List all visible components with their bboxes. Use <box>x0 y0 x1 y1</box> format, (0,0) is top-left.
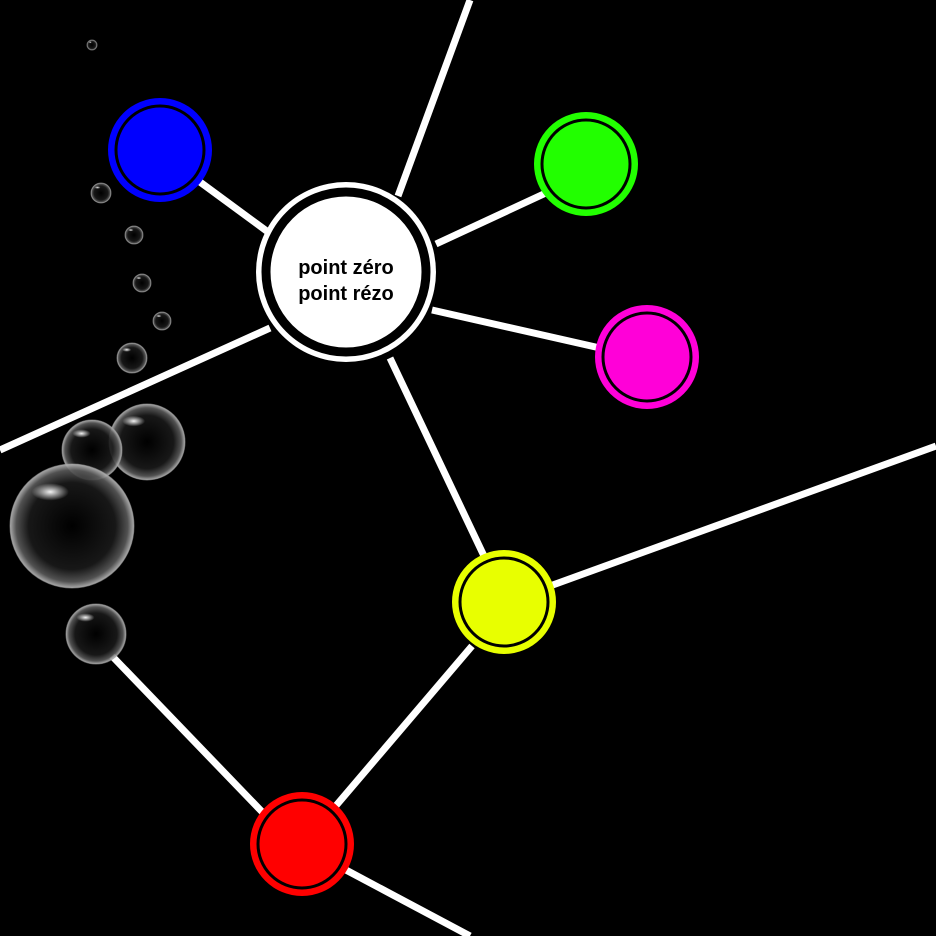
bubble-highlight <box>128 228 134 232</box>
edge-top-line <box>394 0 474 198</box>
edge-yellow-right <box>548 442 936 590</box>
bubble <box>152 311 172 331</box>
bubble <box>65 603 127 665</box>
bubble-highlight <box>122 415 146 427</box>
center-node-label-line1: point zéro <box>298 257 394 279</box>
bubble-highlight <box>94 186 101 189</box>
bubble-highlight <box>76 613 95 622</box>
magenta-node-ring <box>601 311 693 403</box>
yellow-node[interactable] <box>452 550 556 654</box>
edge-center-magenta <box>431 306 601 352</box>
bubble-highlight <box>31 483 69 501</box>
blue-node[interactable] <box>108 98 212 202</box>
yellow-node-fill <box>452 550 556 654</box>
bubble-highlight <box>72 429 91 438</box>
bubble <box>90 182 112 204</box>
red-node-ring <box>256 798 348 890</box>
bubble-highlight <box>122 347 132 352</box>
center-node-label-line2: point rézo <box>298 283 394 305</box>
edge-red-bottom <box>344 866 472 936</box>
green-node[interactable] <box>534 112 638 216</box>
edge-yellow-red <box>331 643 475 811</box>
bubble <box>124 225 144 245</box>
bubble <box>86 39 98 51</box>
magenta-node-fill <box>595 305 699 409</box>
yellow-node-ring <box>458 556 550 648</box>
bubble-highlight <box>156 314 162 318</box>
blue-node-fill <box>108 98 212 202</box>
edge-center-green <box>434 188 550 248</box>
edge-center-yellow <box>386 356 488 558</box>
green-node-ring <box>540 118 632 210</box>
center-node-outer <box>256 182 436 362</box>
edge-bubble-red <box>109 653 271 821</box>
blue-node-ring <box>114 104 206 196</box>
center-node[interactable]: point zéro point rézo <box>256 182 436 362</box>
green-node-fill <box>534 112 638 216</box>
bubble <box>132 273 152 293</box>
bubble-highlight <box>88 41 92 44</box>
bubble-highlight <box>136 276 142 280</box>
edge-center-blue <box>197 179 271 235</box>
magenta-node[interactable] <box>595 305 699 409</box>
bubble <box>116 342 148 374</box>
red-node[interactable] <box>250 792 354 896</box>
edge-left-line <box>0 324 272 454</box>
center-node-ring <box>261 187 431 357</box>
red-node-fill <box>250 792 354 896</box>
bubble <box>9 463 135 589</box>
bubbles <box>9 39 186 665</box>
